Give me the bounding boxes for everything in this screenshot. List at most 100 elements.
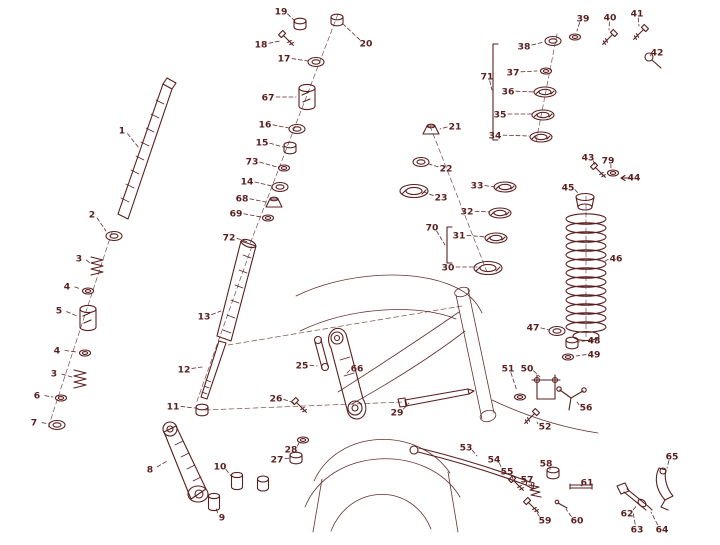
- part-79-callout: 79: [602, 156, 620, 177]
- part-shape: [564, 355, 572, 359]
- pin: [554, 499, 568, 509]
- part-number-label: 71: [481, 72, 494, 83]
- bolt-glyph: [589, 161, 606, 178]
- part-47-glyph: [548, 325, 566, 337]
- part-59-glyph: [522, 496, 539, 513]
- leader-line: [604, 258, 609, 262]
- part-4-glyph: [78, 349, 92, 357]
- leader-line: [191, 366, 203, 369]
- part-55-callout: 55: [501, 467, 524, 491]
- leader-line: [61, 373, 73, 378]
- link-arm-assembly: [313, 327, 367, 420]
- part-4-glyph: [81, 287, 95, 295]
- part-number-label: 40: [604, 13, 617, 24]
- leader-line: [284, 457, 291, 460]
- part-number-label: 31: [453, 231, 466, 242]
- fork-stanchion-rod: [117, 77, 177, 220]
- part-shape: [301, 91, 311, 103]
- leader-line: [74, 286, 82, 290]
- leader-line: [428, 163, 439, 168]
- part-number-label: 14: [241, 177, 254, 188]
- part-shape: [283, 141, 297, 149]
- part-number-label: 38: [518, 42, 531, 53]
- part-shape: [536, 111, 550, 119]
- part-shape: [479, 263, 497, 273]
- part-number-label: 59: [539, 516, 552, 527]
- part-39-glyph: [568, 33, 582, 41]
- leader-line: [576, 401, 580, 405]
- part-29-callout: 29: [391, 402, 410, 419]
- part-shape: [174, 440, 184, 446]
- clevis-bracket: [531, 374, 561, 400]
- part-21-callout: 21: [422, 122, 461, 135]
- part-shape: [513, 393, 527, 401]
- part-shape: [293, 20, 307, 31]
- leader-line: [535, 510, 540, 517]
- part-shape: [475, 266, 501, 272]
- part-shape: [261, 214, 275, 222]
- leader-line: [632, 504, 638, 511]
- part-number-label: 5: [56, 306, 62, 317]
- part-25-callout: 25: [296, 361, 318, 372]
- leader-line: [342, 23, 361, 41]
- part-15-glyph: [283, 141, 297, 155]
- part-57-callout: 57: [521, 475, 533, 488]
- part-shape: [78, 349, 92, 357]
- part-number-label: 67: [262, 93, 275, 104]
- part-shape: [473, 260, 503, 276]
- part-shape: [412, 156, 430, 168]
- leader-line: [41, 422, 50, 425]
- leader-line: [346, 369, 351, 374]
- part-67-glyph: [298, 83, 316, 111]
- leader-line: [259, 161, 278, 168]
- part-27-glyph: [289, 451, 303, 465]
- part-number-label: 8: [147, 465, 153, 476]
- part-shape: [226, 314, 236, 319]
- group-bracket-70: [446, 226, 453, 264]
- part-shape: [140, 141, 150, 147]
- leader-line: [484, 185, 496, 188]
- part-shape: [533, 113, 553, 118]
- leader-line: [575, 354, 587, 357]
- leader-line: [489, 80, 493, 91]
- small-bushing: [256, 475, 270, 492]
- leader-line: [156, 460, 168, 468]
- part-number-label: 9: [219, 513, 225, 524]
- part-73-glyph: [277, 164, 291, 172]
- part-23-callout: 23: [399, 183, 447, 204]
- leader-line: [540, 327, 550, 331]
- part-number-label: 1: [119, 126, 125, 137]
- leader-line: [272, 124, 290, 129]
- part-shape: [81, 351, 89, 355]
- part-number-label: 26: [270, 394, 283, 405]
- part-49-callout: 49: [561, 350, 600, 361]
- part-30-callout: 30: [442, 260, 503, 276]
- part-shape: [230, 471, 244, 479]
- part-shape: [277, 164, 291, 172]
- leader-line: [96, 217, 107, 232]
- frame-outline: [295, 274, 599, 533]
- part-number-label: 10: [214, 462, 227, 473]
- axle-bolt: [397, 388, 475, 408]
- part-51-callout: 51: [502, 364, 527, 401]
- part-number-label: 25: [296, 361, 309, 372]
- part-6-callout: 6: [34, 391, 68, 402]
- leader-line: [254, 181, 273, 187]
- part-41-callout: 41: [631, 9, 650, 40]
- part-66-callout: 66: [346, 364, 364, 375]
- part-number-label: 48: [588, 336, 601, 347]
- part-number-label: 66: [351, 364, 364, 375]
- part-shape: [489, 234, 503, 242]
- part-22-callout: 22: [412, 156, 452, 175]
- part-48-callout: 48: [565, 336, 601, 350]
- part-shape: [300, 406, 307, 413]
- lever: [655, 467, 674, 511]
- part-number-label: 34: [489, 131, 502, 142]
- leader-line: [402, 402, 410, 410]
- part-shape: [242, 254, 252, 259]
- part-1-callout: 1: [119, 126, 140, 149]
- part-61-callout: 61: [580, 478, 593, 489]
- part-shape: [195, 403, 209, 411]
- steering-stem-top: [575, 192, 595, 211]
